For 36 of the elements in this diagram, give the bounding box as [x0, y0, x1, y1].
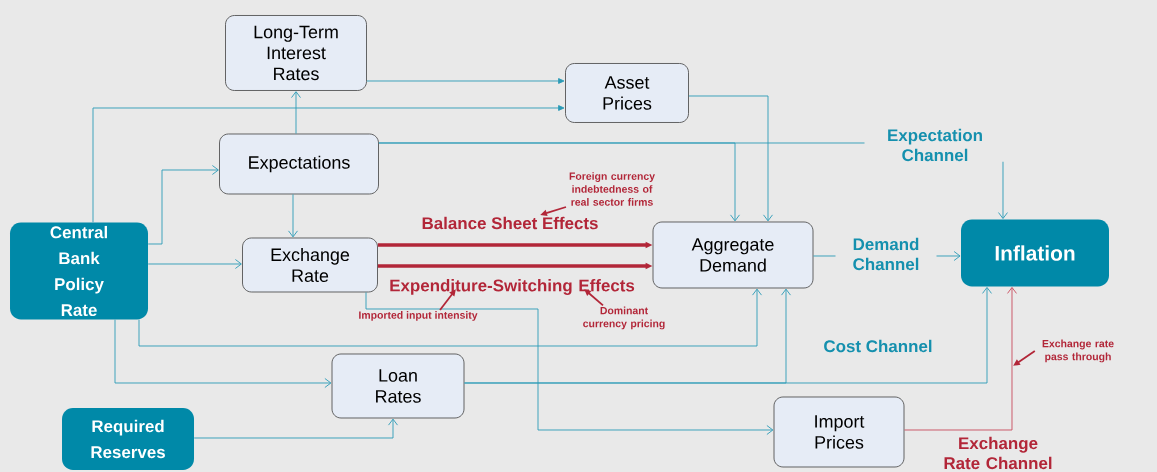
edge-label: Exchange Rate Channel [944, 436, 1052, 470]
annotation-text: Dominant currency pricing [583, 306, 665, 330]
arrow [366, 78, 565, 84]
rate-box: Long-Term Interest Rates [225, 15, 367, 91]
leader-line [584, 289, 604, 307]
edge-label: Balance Sheet Effects [422, 216, 598, 230]
demand-box: Aggregate Demand [652, 221, 814, 289]
rate-box: Exchange Rate [242, 237, 378, 293]
arrow [688, 95, 773, 222]
arrow [903, 287, 1017, 431]
reserves-box: Required Reserves [62, 408, 194, 470]
arrow [291, 91, 301, 135]
arrow [288, 193, 298, 238]
policy-rate-box: Central Bank Policy Rate [10, 222, 148, 320]
edge-label: Demand Channel [835, 237, 937, 271]
leader-line [439, 289, 456, 311]
arrow [193, 418, 398, 439]
edge-label: Cost Channel [824, 339, 932, 353]
arrow [92, 105, 565, 223]
annotation-text: Imported input intensity [359, 311, 478, 321]
arrow [463, 287, 992, 384]
annotation-text: Foreign currency indebtedness of real sector firms [569, 172, 655, 206]
arrow [114, 319, 332, 388]
arrow [147, 165, 219, 245]
edge-label: Expenditure-Switching Effects [390, 279, 635, 295]
rate-box: Loan Rates [331, 353, 465, 419]
arrow [365, 291, 774, 435]
annotation-text: Exchange rate pass through [1042, 339, 1114, 363]
edge-label: Expectation Channel [864, 128, 1006, 162]
expectations-box: Expectations [219, 133, 379, 195]
price-box: Asset Prices [565, 63, 689, 123]
price-box: Import Prices [773, 396, 905, 468]
inflation-box: Inflation [961, 219, 1109, 287]
arrow [147, 259, 242, 269]
arrow [138, 288, 762, 347]
leader-line [1013, 350, 1036, 366]
